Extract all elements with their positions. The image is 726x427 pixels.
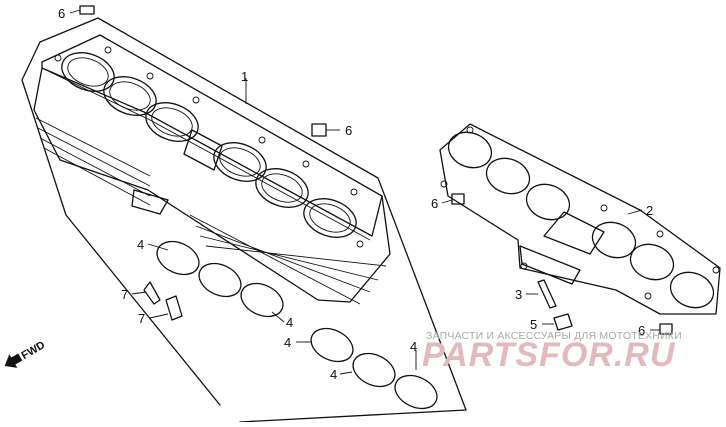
callout-3: 3 — [515, 287, 522, 302]
callout-7: 7 — [121, 287, 128, 302]
fasteners — [79, 5, 673, 335]
leader-lines — [69, 9, 660, 375]
watermark-brand: PARTSFOR.RU — [422, 336, 676, 374]
callout-1: 1 — [241, 69, 248, 84]
fwd-label: FWD — [20, 339, 48, 362]
callout-6: 6 — [58, 6, 65, 21]
callout-4: 4 — [137, 237, 144, 252]
o-rings — [156, 240, 438, 410]
watermark-tagline: ЗАПЧАСТИ И АКСЕССУАРЫ ДЛЯ МОТОТЕХНИКИ — [426, 330, 682, 342]
base-gasket — [439, 123, 721, 315]
fwd-direction-marker: FWD — [4, 339, 48, 368]
callout-6: 6 — [638, 323, 645, 338]
callout-4: 4 — [410, 339, 417, 354]
callout-6: 6 — [431, 196, 438, 211]
arrow-left-icon — [4, 353, 23, 368]
callout-5: 5 — [530, 317, 537, 332]
callout-4: 4 — [286, 315, 293, 330]
cylinder-block — [21, 17, 467, 423]
callout-4: 4 — [284, 335, 291, 350]
callout-7: 7 — [138, 311, 145, 326]
callout-6: 6 — [345, 123, 352, 138]
callout-4: 4 — [330, 367, 337, 382]
callout-2: 2 — [646, 203, 653, 218]
